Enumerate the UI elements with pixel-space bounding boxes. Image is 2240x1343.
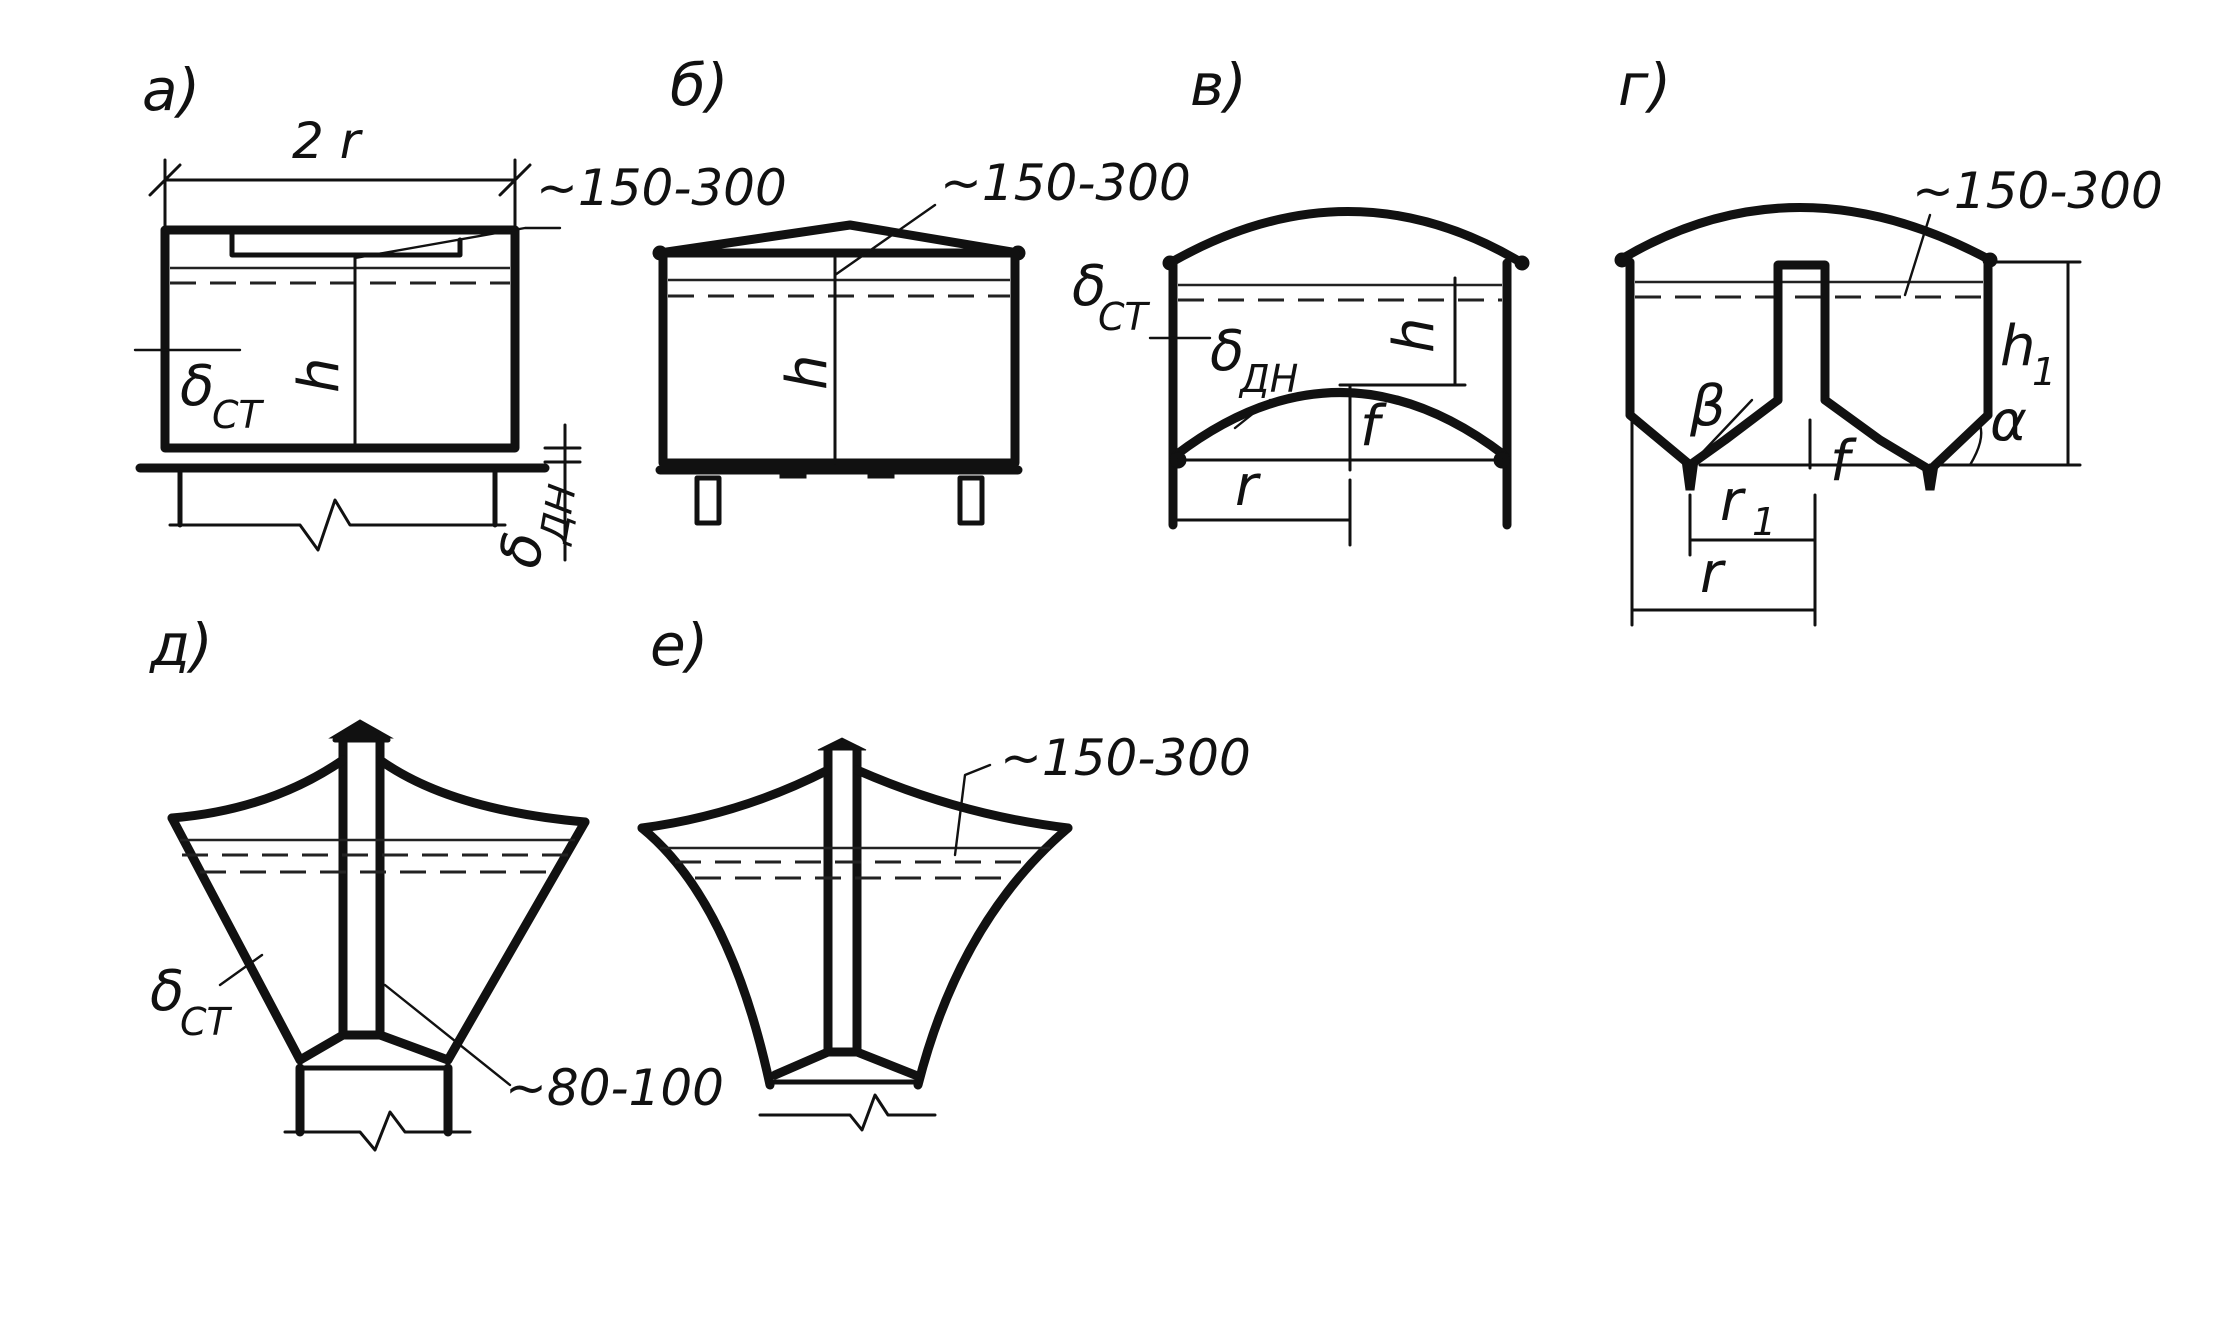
roof-gap-leader <box>833 203 937 277</box>
ground-break <box>758 1093 937 1132</box>
central-shaft <box>1773 260 1830 405</box>
conical-roof <box>655 220 1023 258</box>
panel-a-label: а) <box>142 56 200 124</box>
height-label: h <box>2000 314 2036 379</box>
left-wall <box>637 823 775 1090</box>
gap-label: ~80-100 <box>505 1059 724 1117</box>
roof-gap-label: ~150-300 <box>1000 729 1251 787</box>
panel-a: а) 2 r ~150-300 h δ СТ δ ДН <box>133 56 787 573</box>
roof-gap-label: ~150-300 <box>1912 162 2163 220</box>
panel-b-label: б) <box>670 51 728 119</box>
roof-right <box>375 755 590 827</box>
panel-v-label: в) <box>1190 51 1247 119</box>
floating-roof <box>229 229 463 258</box>
panel-g: г) ~150-300 h 1 α β f <box>1614 51 2163 627</box>
bottom <box>295 1030 453 1065</box>
bottom-thickness-symbol: δ <box>1210 319 1244 384</box>
ground-break <box>168 498 507 552</box>
inner-radius-subscript: 1 <box>1752 500 1776 544</box>
rise-label: f <box>1830 429 1857 494</box>
tank-body <box>160 225 520 453</box>
radius-label: r <box>1700 541 1726 606</box>
wall-thickness-symbol: δ <box>150 959 184 1024</box>
panel-d: д) δ СТ ~80-100 <box>149 611 724 1152</box>
width-dimension-label: 2 r <box>292 112 364 170</box>
height-label: h <box>775 355 840 391</box>
radius-label: r <box>1235 454 1261 519</box>
roof-left <box>637 765 833 833</box>
panel-b: б) ~150-300 h <box>652 51 1191 526</box>
tank-body <box>658 248 1020 468</box>
roof-gap-label: ~150-300 <box>536 159 787 217</box>
dome-roof <box>1165 207 1527 268</box>
panel-e-label: е) <box>650 611 708 679</box>
right-wall <box>913 823 1073 1090</box>
left-wall <box>167 813 305 1065</box>
rise-label: f <box>1360 394 1387 459</box>
beta-label: β <box>1689 374 1726 439</box>
wall-thickness-subscript: СТ <box>180 1000 233 1044</box>
height-subscript: 1 <box>2032 350 2056 394</box>
panel-d-label: д) <box>149 611 213 679</box>
support-column <box>957 475 985 526</box>
support-column <box>694 475 722 526</box>
panel-v: в) h f r δ СТ δ ДН <box>1072 51 1530 547</box>
bottom-thickness-subscript: ДН <box>1238 357 1298 401</box>
wall-thickness-subscript: СТ <box>1098 295 1151 339</box>
right-hopper <box>1820 395 1993 475</box>
bottom <box>770 1047 920 1080</box>
inner-radius-label: r <box>1720 469 1746 534</box>
wall-thickness-symbol: δ <box>180 354 214 419</box>
wall-thickness-subscript: СТ <box>212 393 265 437</box>
height-label: h <box>1382 318 1447 354</box>
ground-break <box>283 1110 472 1152</box>
alpha-label: α <box>1990 389 2027 454</box>
bottom-thickness-subscript: ДН <box>531 481 585 548</box>
height-label: h <box>287 358 352 394</box>
roof-left <box>167 755 348 823</box>
panel-e: е) ~150-300 <box>637 611 1251 1132</box>
central-shaft <box>338 733 385 1040</box>
roof-gap-leader <box>353 226 562 260</box>
domed-bottom <box>1171 388 1509 460</box>
roof-gap-label: ~150-300 <box>940 154 1191 212</box>
panel-g-label: г) <box>1618 51 1671 119</box>
dome-roof <box>1615 203 1995 265</box>
left-hopper <box>1625 395 1783 470</box>
wall-thickness-symbol: δ <box>1072 254 1106 319</box>
central-shaft <box>823 745 862 1057</box>
right-wall <box>443 817 590 1065</box>
